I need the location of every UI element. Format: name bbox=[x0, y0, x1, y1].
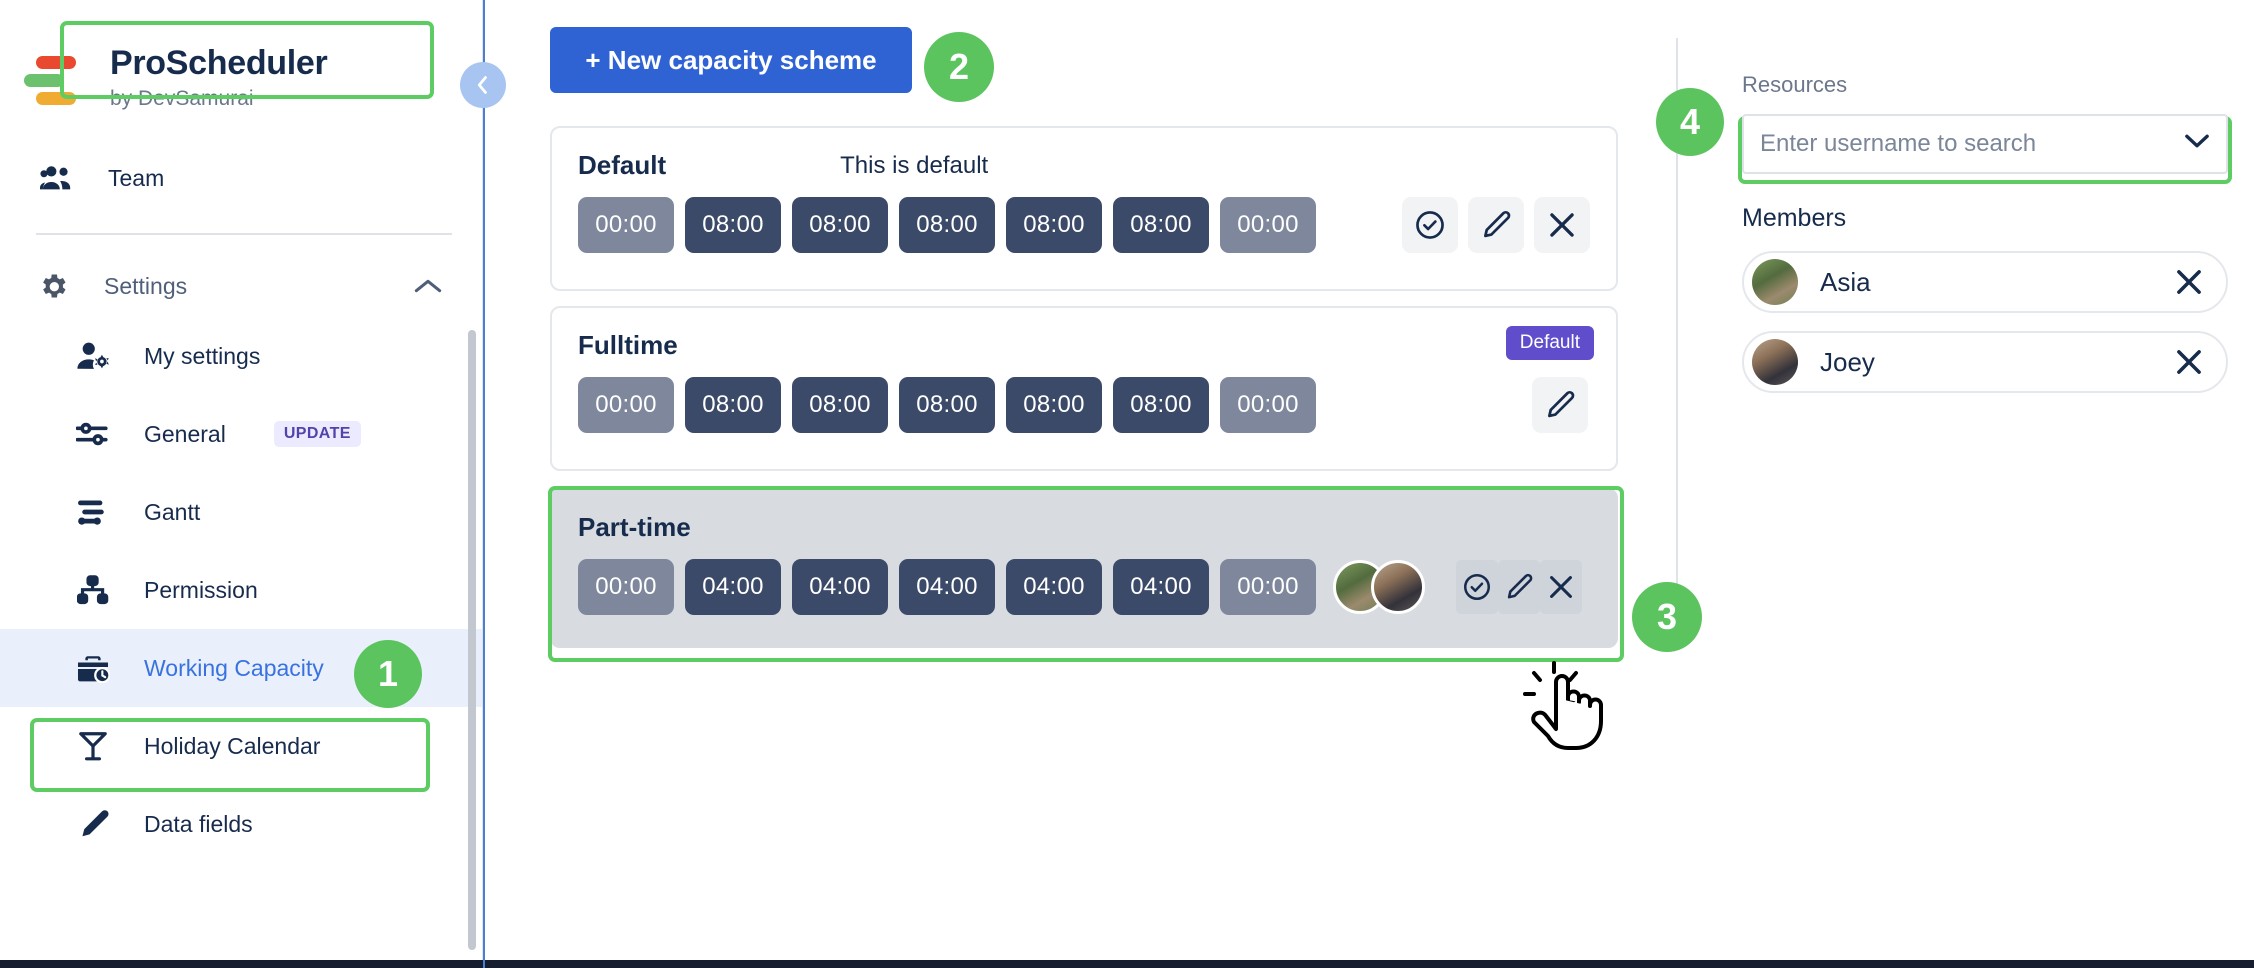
right-panel: Resources Members Asia Joey bbox=[1742, 0, 2254, 968]
sidebar-item-label-holiday-calendar: Holiday Calendar bbox=[144, 732, 321, 759]
sidebar-item-my-settings[interactable]: My settings bbox=[0, 317, 482, 395]
sidebar-item-general[interactable]: General UPDATE bbox=[0, 395, 482, 473]
member-list-item[interactable]: Asia bbox=[1742, 251, 2228, 313]
sidebar-item-label-data-fields: Data fields bbox=[144, 810, 253, 837]
sidebar-item-label-general: General bbox=[144, 420, 226, 447]
check-circle-icon[interactable] bbox=[1456, 560, 1498, 614]
day-chip[interactable]: 04:00 bbox=[685, 559, 781, 615]
day-chip[interactable]: 08:00 bbox=[685, 197, 781, 253]
day-chip[interactable]: 08:00 bbox=[1006, 377, 1102, 433]
sidebar-item-label-permission: Permission bbox=[144, 576, 258, 603]
sidebar-item-label-working-capacity: Working Capacity bbox=[144, 654, 324, 681]
close-icon[interactable] bbox=[2174, 267, 2204, 297]
pencil-icon[interactable] bbox=[1498, 560, 1540, 614]
pencil-icon[interactable] bbox=[1468, 197, 1524, 253]
user-gear-icon bbox=[72, 341, 114, 371]
check-circle-icon[interactable] bbox=[1402, 197, 1458, 253]
sidebar-item-gantt[interactable]: Gantt bbox=[0, 473, 482, 551]
sidebar: ProScheduler by DevSamurai Team bbox=[0, 0, 484, 968]
click-cursor-icon bbox=[1520, 660, 1640, 770]
sidebar-item-label-team: Team bbox=[108, 164, 165, 191]
gantt-icon bbox=[72, 498, 114, 526]
capacity-scheme-card-parttime: Part-time 00:00 04:00 04:00 04:00 04:00 … bbox=[550, 488, 1618, 648]
day-chip[interactable]: 00:00 bbox=[1220, 559, 1316, 615]
sidebar-section-label-settings: Settings bbox=[104, 272, 188, 299]
day-chip[interactable]: 04:00 bbox=[792, 559, 888, 615]
scheme-name: Default bbox=[578, 150, 667, 180]
avatar bbox=[1371, 560, 1425, 614]
members-label: Members bbox=[1742, 204, 1847, 232]
step-badge-1: 1 bbox=[354, 640, 422, 708]
sliders-icon bbox=[72, 421, 114, 447]
gear-icon bbox=[30, 270, 76, 302]
day-chip[interactable]: 08:00 bbox=[899, 197, 995, 253]
step-badge-2: 2 bbox=[924, 32, 994, 102]
sidebar-item-label-my-settings: My settings bbox=[144, 342, 261, 369]
member-name: Asia bbox=[1820, 266, 1871, 297]
main-content: + New capacity scheme Default This is de… bbox=[484, 0, 1672, 968]
day-chip[interactable]: 08:00 bbox=[899, 377, 995, 433]
day-chip[interactable]: 00:00 bbox=[578, 197, 674, 253]
day-chip[interactable]: 04:00 bbox=[1113, 559, 1209, 615]
step-badge-4: 4 bbox=[1656, 88, 1724, 156]
member-name: Joey bbox=[1820, 346, 1875, 377]
day-chip[interactable]: 08:00 bbox=[685, 377, 781, 433]
day-chip[interactable]: 08:00 bbox=[792, 377, 888, 433]
status-badge-default: Default bbox=[1505, 326, 1594, 360]
app-title: ProScheduler bbox=[110, 44, 328, 82]
proscheduler-logo-icon bbox=[22, 50, 84, 106]
sidebar-section-settings[interactable]: Settings bbox=[0, 255, 482, 317]
app-subtitle: by DevSamurai bbox=[110, 87, 254, 110]
sidebar-nav: Team Settings bbox=[0, 147, 482, 863]
pencil-icon[interactable] bbox=[1532, 377, 1588, 433]
sidebar-scrollbar[interactable] bbox=[468, 330, 476, 950]
team-icon bbox=[34, 164, 80, 192]
sidebar-item-data-fields[interactable]: Data fields bbox=[0, 785, 482, 863]
pencil-icon bbox=[72, 809, 114, 839]
sidebar-item-label-gantt: Gantt bbox=[144, 498, 201, 525]
sidebar-item-holiday-calendar[interactable]: Holiday Calendar bbox=[0, 707, 482, 785]
day-chip[interactable]: 04:00 bbox=[1006, 559, 1102, 615]
avatar bbox=[1752, 259, 1798, 305]
collapse-sidebar-button[interactable] bbox=[460, 62, 506, 108]
capacity-scheme-card-default: Default This is default 00:00 08:00 08:0… bbox=[550, 126, 1618, 291]
sidebar-item-team[interactable]: Team bbox=[0, 147, 482, 209]
day-chip[interactable]: 08:00 bbox=[1113, 377, 1209, 433]
day-chip[interactable]: 00:00 bbox=[1220, 197, 1316, 253]
day-chip[interactable]: 08:00 bbox=[1006, 197, 1102, 253]
new-capacity-scheme-button[interactable]: + New capacity scheme bbox=[550, 27, 912, 93]
hierarchy-icon bbox=[72, 575, 114, 605]
close-icon[interactable] bbox=[2174, 347, 2204, 377]
close-icon[interactable] bbox=[1540, 560, 1582, 614]
scheme-description: This is default bbox=[840, 151, 989, 179]
sidebar-item-permission[interactable]: Permission bbox=[0, 551, 482, 629]
step-badge-3: 3 bbox=[1632, 582, 1702, 652]
bottom-strip bbox=[0, 960, 2254, 968]
sidebar-divider bbox=[36, 233, 452, 235]
scheme-member-avatars bbox=[1333, 560, 1425, 614]
resource-search-input[interactable] bbox=[1742, 114, 2228, 174]
capacity-scheme-card-fulltime: Fulltime Default 00:00 08:00 08:00 08:00… bbox=[550, 306, 1618, 471]
day-chip[interactable]: 08:00 bbox=[1113, 197, 1209, 253]
scheme-name: Part-time bbox=[578, 512, 691, 542]
cocktail-icon bbox=[72, 730, 114, 762]
close-icon[interactable] bbox=[1534, 197, 1590, 253]
right-panel-divider bbox=[1676, 38, 1678, 648]
day-chip[interactable]: 00:00 bbox=[578, 377, 674, 433]
member-list-item[interactable]: Joey bbox=[1742, 331, 2228, 393]
day-chip[interactable]: 00:00 bbox=[1220, 377, 1316, 433]
chevron-up-icon bbox=[414, 277, 442, 295]
brand: ProScheduler by DevSamurai bbox=[0, 0, 482, 109]
briefcase-clock-icon bbox=[72, 653, 114, 683]
update-badge: UPDATE bbox=[273, 421, 361, 447]
resources-label: Resources bbox=[1742, 72, 1848, 97]
day-chip[interactable]: 00:00 bbox=[578, 559, 674, 615]
day-chip[interactable]: 04:00 bbox=[899, 559, 995, 615]
avatar bbox=[1752, 339, 1798, 385]
day-chip[interactable]: 08:00 bbox=[792, 197, 888, 253]
scheme-name: Fulltime bbox=[578, 330, 678, 360]
sidebar-divider-line bbox=[483, 0, 485, 968]
